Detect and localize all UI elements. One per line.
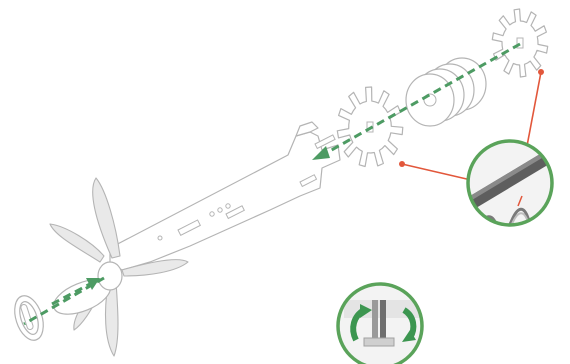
gear-icon: [492, 9, 547, 77]
chassis-plate: [110, 122, 340, 270]
detail-callout-clip: [338, 284, 422, 364]
detail-callout-strip: [468, 141, 566, 235]
rotor-icon: [49, 178, 188, 356]
wheel-icon: [10, 292, 49, 344]
spool-icon: [406, 58, 486, 126]
